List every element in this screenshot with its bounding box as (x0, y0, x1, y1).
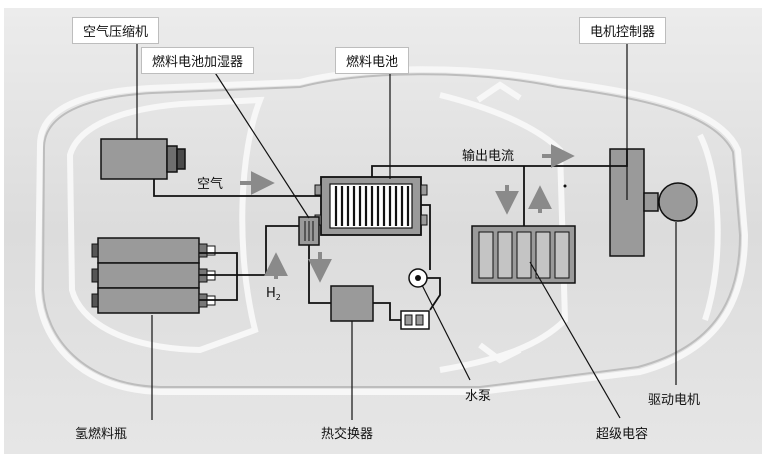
drive-motor-label: 驱动电机 (648, 393, 701, 408)
drive-motor (643, 182, 698, 222)
motor-controller-label: 电机控制器 (579, 17, 667, 44)
air-label: 空气 (197, 177, 224, 192)
supercapacitor (471, 225, 576, 284)
h2-label: H2 (266, 286, 281, 302)
fuel-cell-stack (314, 176, 428, 236)
air-compressor (100, 138, 186, 180)
flow-arrows (240, 144, 575, 283)
hydrogen-tanks (91, 237, 216, 314)
h2-subscript: 2 (275, 293, 281, 302)
heat-exchanger-label: 热交换器 (321, 427, 374, 442)
humidifier-label: 燃料电池加湿器 (141, 47, 255, 74)
output-current-label: 输出电流 (462, 149, 515, 164)
dot-mark (563, 184, 567, 188)
h2-main: H (266, 286, 276, 301)
supercapacitor-label: 超级电容 (596, 427, 649, 442)
air-compressor-label: 空气压缩机 (72, 17, 160, 44)
water-pump-label: 水泵 (465, 389, 492, 404)
humidifier (298, 216, 320, 246)
hydrogen-tank-label: 氢燃料瓶 (75, 427, 128, 442)
leader-lines (136, 40, 677, 420)
fuel-cell-label: 燃料电池 (335, 47, 410, 74)
car-body-shading (41, 73, 742, 388)
water-pump (400, 268, 430, 330)
heat-exchanger (330, 285, 374, 322)
